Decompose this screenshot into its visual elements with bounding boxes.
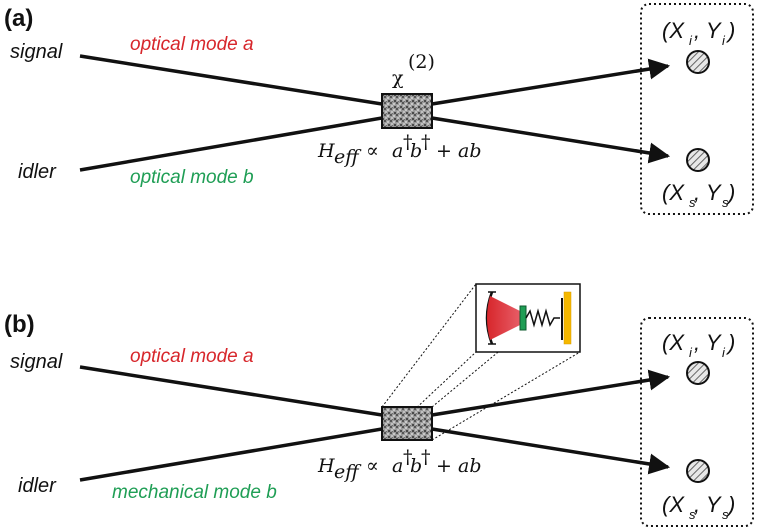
svg-text:i: i bbox=[722, 345, 726, 360]
svg-text:∝: ∝ bbox=[366, 140, 379, 162]
signal-quadrature-label: (X s , Y s ) bbox=[662, 180, 735, 210]
svg-text:): ) bbox=[725, 330, 735, 355]
svg-text:, Y: , Y bbox=[694, 492, 722, 517]
chi-order: (2) bbox=[408, 51, 435, 73]
signal-beam-in bbox=[79, 365, 383, 417]
svg-text:H: H bbox=[317, 140, 335, 162]
signal-beam-out bbox=[431, 116, 671, 164]
idler-label: idler bbox=[18, 475, 57, 497]
idler-beam-out bbox=[431, 369, 671, 417]
idler-quadrature-label: (X i , Y i ) bbox=[662, 18, 735, 48]
hatched-circle-icon bbox=[686, 361, 710, 385]
svg-text:i: i bbox=[689, 345, 693, 360]
signal-beam-in bbox=[79, 54, 383, 106]
signal-beam-out bbox=[431, 427, 671, 475]
svg-text:): ) bbox=[725, 180, 735, 205]
svg-text:†: † bbox=[403, 446, 413, 468]
svg-text:eff: eff bbox=[334, 146, 362, 168]
interaction-region bbox=[381, 406, 433, 441]
mode-a-label: optical mode a bbox=[130, 346, 254, 367]
mode-b-label: optical mode b bbox=[130, 167, 254, 188]
svg-text:(X: (X bbox=[662, 18, 685, 43]
hatched-circle-icon bbox=[686, 459, 710, 483]
hatched-circle-icon bbox=[686, 148, 710, 172]
svg-text:): ) bbox=[725, 18, 735, 43]
idler-beam-in bbox=[79, 427, 383, 482]
svg-text:, Y: , Y bbox=[694, 180, 722, 205]
svg-text:(X: (X bbox=[662, 330, 685, 355]
hamiltonian-equation: H eff ∝ a † b † + ab bbox=[317, 446, 482, 483]
panel-a: (a) signal idler optical mode a optical … bbox=[4, 3, 754, 215]
svg-text:ab: ab bbox=[458, 455, 482, 477]
measurement-box bbox=[640, 3, 754, 215]
svg-text:s: s bbox=[689, 507, 696, 522]
svg-text:s: s bbox=[689, 195, 696, 210]
idler-label: idler bbox=[18, 161, 57, 183]
signal-quadrature-label: (X s , Y s ) bbox=[662, 492, 735, 522]
panel-label: (a) bbox=[4, 5, 33, 32]
mode-a-label: optical mode a bbox=[130, 34, 254, 55]
svg-text:(X: (X bbox=[662, 180, 685, 205]
idler-beam-in bbox=[79, 116, 383, 172]
signal-label: signal bbox=[10, 41, 63, 63]
svg-text:+: + bbox=[436, 455, 452, 477]
idler-quadrature-label: (X i , Y i ) bbox=[662, 330, 735, 360]
svg-text:∝: ∝ bbox=[366, 455, 379, 477]
svg-text:ab: ab bbox=[458, 140, 482, 162]
panel-b: (b) signal idler optical mode a mechanic… bbox=[4, 283, 754, 527]
hamiltonian-equation: H eff ∝ a † b † + ab bbox=[317, 131, 482, 168]
measurement-box bbox=[640, 317, 754, 527]
svg-text:b: b bbox=[410, 455, 422, 477]
svg-text:H: H bbox=[317, 455, 335, 477]
svg-text:†: † bbox=[421, 131, 431, 153]
svg-text:i: i bbox=[722, 33, 726, 48]
nonlinear-crystal bbox=[381, 93, 433, 129]
svg-text:i: i bbox=[689, 33, 693, 48]
svg-text:, Y: , Y bbox=[694, 330, 722, 355]
svg-text:a: a bbox=[392, 455, 403, 477]
mode-b-label: mechanical mode b bbox=[112, 482, 277, 503]
svg-text:): ) bbox=[725, 492, 735, 517]
svg-text:b: b bbox=[410, 140, 422, 162]
chi-symbol: χ bbox=[392, 67, 404, 89]
svg-text:s: s bbox=[722, 195, 729, 210]
svg-text:, Y: , Y bbox=[694, 18, 722, 43]
svg-text:+: + bbox=[436, 140, 452, 162]
hatched-circle-icon bbox=[686, 50, 710, 74]
svg-text:eff: eff bbox=[334, 461, 362, 483]
svg-text:†: † bbox=[421, 446, 431, 468]
panel-label: (b) bbox=[4, 311, 35, 338]
svg-text:a: a bbox=[392, 140, 403, 162]
signal-label: signal bbox=[10, 351, 63, 373]
optomechanical-cavity-icon bbox=[475, 283, 581, 353]
idler-beam-out bbox=[431, 58, 671, 106]
svg-text:†: † bbox=[403, 131, 413, 153]
svg-text:(X: (X bbox=[662, 492, 685, 517]
svg-text:s: s bbox=[722, 507, 729, 522]
